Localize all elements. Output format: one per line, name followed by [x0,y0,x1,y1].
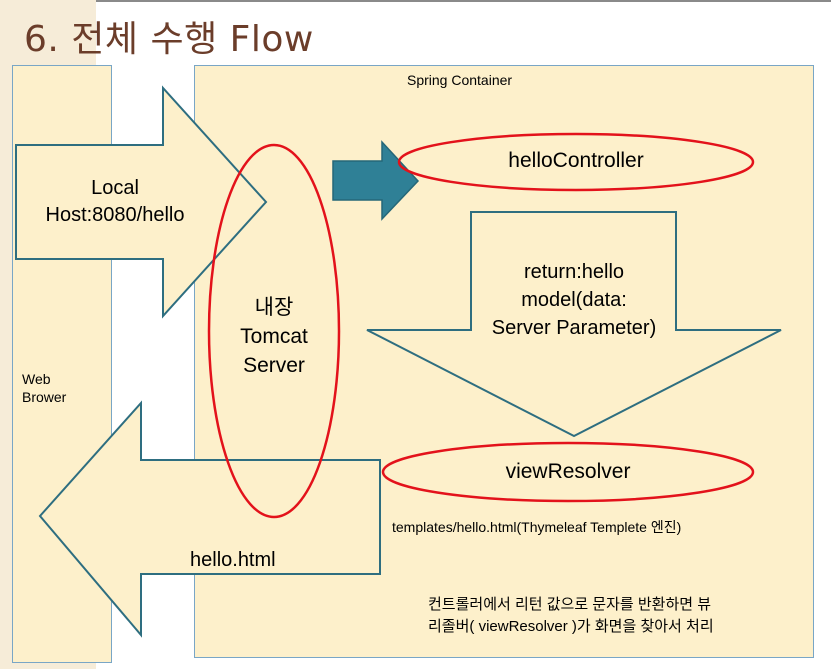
browser-label: Web Brower [22,370,66,406]
footer-note-line2: 리졸버( viewResolver )가 화면을 찾아서 처리 [428,618,714,635]
view-resolver-label: viewResolver [505,460,631,483]
top-border [0,0,831,2]
response-arrow [38,400,381,638]
controller-ellipse [397,132,755,192]
tomcat-label-line3: Server [243,354,305,377]
request-label-line2: Host:8080/hello [45,204,185,226]
request-label-line1: Local [91,177,139,199]
container-label: Spring Container [407,72,513,88]
footer-note-line1: 컨트롤러에서 리턴 값으로 문자를 반환하면 뷰 [428,596,712,613]
tomcat-label-line2: Tomcat [240,325,308,348]
tomcat-ellipse [207,143,341,519]
browser-label-line1: Web [22,371,51,387]
return-arrow [366,211,782,438]
browser-label-line2: Brower [22,389,67,405]
template-note: templates/hello.html(Thymeleaf Templete … [392,519,682,535]
tomcat-label-line1: 내장 [254,296,294,319]
footer-note: 컨트롤러에서 리턴 값으로 문자를 반환하면 뷰 리졸버( viewResolv… [428,594,714,638]
request-label: Local Host:8080/hello [30,175,200,229]
tomcat-label: 내장 Tomcat Server [224,293,324,380]
return-label: return:hello model(data: Server Paramete… [464,258,684,342]
return-label-line2: model(data: [521,289,627,311]
return-label-line3: Server Parameter) [491,317,657,339]
dispatch-arrow [332,140,420,221]
response-label: hello.html [190,549,276,571]
controller-label: helloController [508,149,644,172]
return-label-line1: return:hello [523,261,625,283]
view-resolver-ellipse [381,441,755,503]
slide-title: 6. 전체 수행 Flow [24,19,314,60]
